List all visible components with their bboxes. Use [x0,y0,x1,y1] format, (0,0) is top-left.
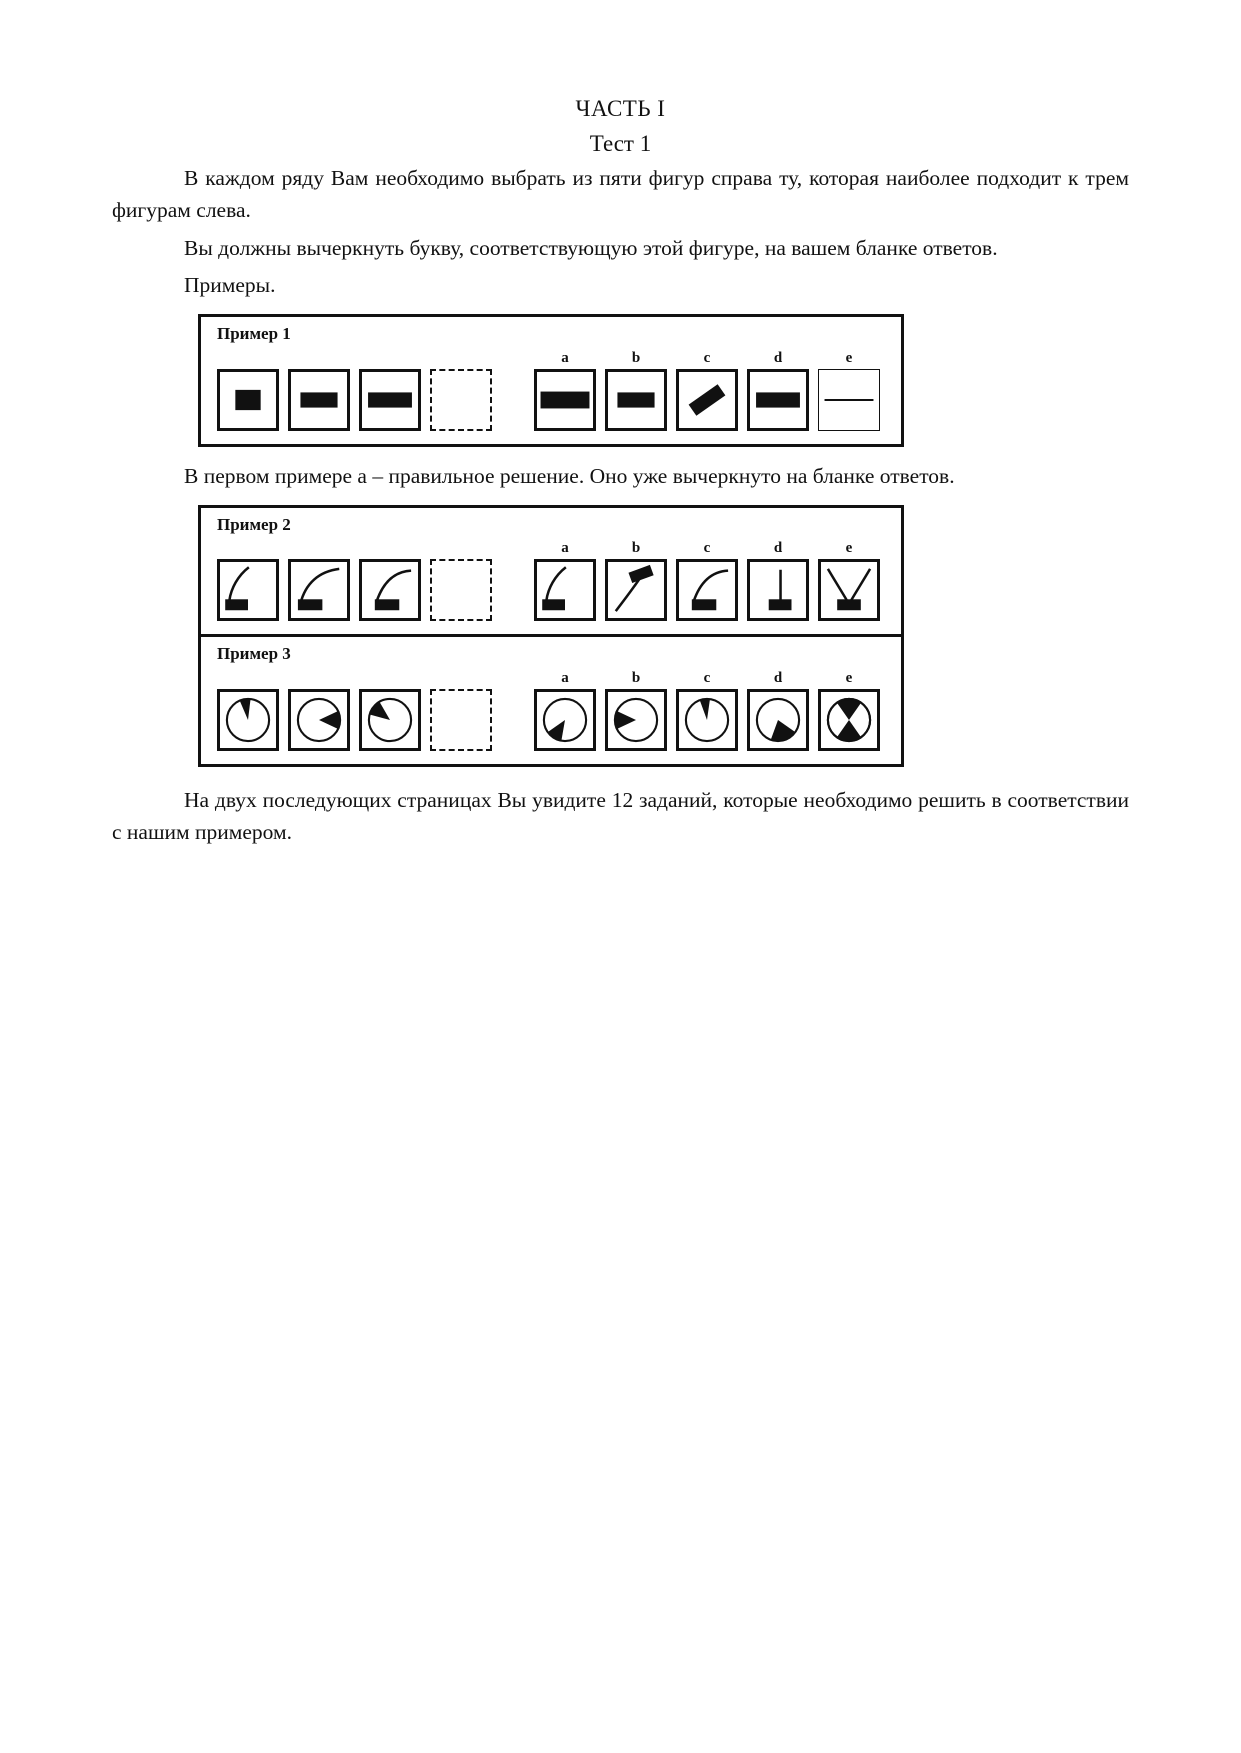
answer-option-b: b [605,670,667,752]
curve-arc-base-center [359,559,421,622]
instruction-paragraph-1: В каждом ряду Вам необходимо выбрать из … [112,166,1129,222]
answer-option-c: c [676,540,738,622]
figure-row: a b c d e [217,670,887,752]
curve-arc-base-left-drawing [297,568,340,611]
square-black-bar-drawing [300,392,338,408]
option-letter: a [561,540,569,557]
answer-option-e: e [818,540,880,622]
circle-sector-up-small [676,689,738,752]
square-black-bar-drawing [617,392,655,408]
diagonal-bar-top-tilted [605,559,667,622]
circle-sector-down-wide [747,689,809,752]
option-letter: c [703,349,711,366]
closing-paragraph: На двух последующих страницах Вы увидите… [112,788,1129,844]
option-letter: e [845,670,853,687]
option-letter: b [631,349,641,366]
example-label: Пример 2 [217,514,291,534]
square-black-bar-wide [747,368,809,431]
dashed-empty-square [430,559,492,622]
answer-option-d: d [747,540,809,622]
circle-sector-right [288,689,350,752]
answer-option-c: c [676,349,738,431]
example-1-section: Пример 1 a b c d e [201,317,901,444]
square-black-bar [288,368,350,431]
circle-sector-up-narrow [217,689,279,752]
curve-arc-base-center [676,559,738,622]
option-letter: a [561,349,569,366]
curve-arc-base-center-drawing [374,569,412,611]
circle-sector-up-narrow-drawing [225,697,271,743]
diagonal-bar-top-tilted-drawing [614,565,654,613]
figure-row: a b c d e [217,349,887,431]
option-letter: c [703,670,711,687]
square-black-bar-wide-drawing [756,392,800,408]
answer-option-b: b [605,349,667,431]
vertical-line-base-drawing [768,570,792,611]
double-curve-vee-base [818,559,880,622]
circle-sector-right-drawing [296,697,342,743]
example-2-section: Пример 2 a b c d e [201,508,901,635]
curve-hook-left-base [534,559,596,622]
example-3-section: Пример 3 a b c d e [201,634,901,764]
square-black-bar-wide-drawing [368,392,412,408]
option-letter: e [845,540,853,557]
curve-arc-base-left [288,559,350,622]
square-black-bar [605,368,667,431]
square-black-bar-full [534,368,596,431]
circle-sector-up-left-drawing [367,697,413,743]
square-black-bar-tilted [676,368,738,431]
option-letter: e [845,349,853,366]
square-black-block-small [217,368,279,431]
example-label: Пример 3 [217,644,291,664]
answer-option-a: a [534,670,596,752]
example-1-box: Пример 1 a b c d e [198,314,904,447]
examples-heading: Примеры. [184,273,276,298]
square-black-bar-wide [359,368,421,431]
option-letter: d [773,540,783,557]
square-black-bar-tilted-drawing [688,384,726,416]
circle-sectors-hourglass-drawing [826,697,872,743]
vertical-line-base [747,559,809,622]
answer-option-e: e [818,670,880,752]
curve-hook-left-base-drawing [225,566,250,611]
option-letter: d [773,349,783,366]
test-title: Тест 1 [589,131,652,156]
option-letter: a [561,670,569,687]
dashed-empty-square [430,368,492,431]
square-thin-hline [818,368,880,431]
answer-option-a: a [534,540,596,622]
answer-option-b: b [605,540,667,622]
examples-2-3-box: Пример 2 a b c d e Пример 3 a b c d e [198,504,904,768]
answer-option-c: c [676,670,738,752]
option-letter: b [631,540,641,557]
example-label: Пример 1 [217,324,291,344]
circle-sector-up-left [359,689,421,752]
curve-hook-left-base-drawing [542,566,567,611]
instruction-paragraph-2: Вы должны вычеркнуть букву, соответствую… [184,235,998,260]
part-title: ЧАСТЬ I [575,96,666,121]
circle-sector-up-small-drawing [684,697,730,743]
circle-sector-left [605,689,667,752]
option-letter: d [773,670,783,687]
circle-sectors-hourglass [818,689,880,752]
figure-row: a b c d e [217,540,887,622]
option-letter: b [631,670,641,687]
circle-sector-left-drawing [613,697,659,743]
circle-sector-down-left [534,689,596,752]
curve-hook-left-base [217,559,279,622]
circle-sector-down-wide-drawing [755,697,801,743]
double-curve-vee-base-drawing [826,568,872,611]
answer-option-e: e [818,349,880,431]
dashed-empty-square [430,689,492,752]
square-black-bar-full-drawing [540,391,590,409]
square-thin-hline-drawing [824,398,874,401]
answer-option-d: d [747,670,809,752]
answer-option-d: d [747,349,809,431]
option-letter: c [703,540,711,557]
square-black-block-small-drawing [235,389,261,411]
answer-option-a: a [534,349,596,431]
explanation-paragraph: В первом примере а – правильное решение.… [184,463,955,488]
circle-sector-down-left-drawing [542,697,588,743]
curve-arc-base-center-drawing [691,569,729,611]
